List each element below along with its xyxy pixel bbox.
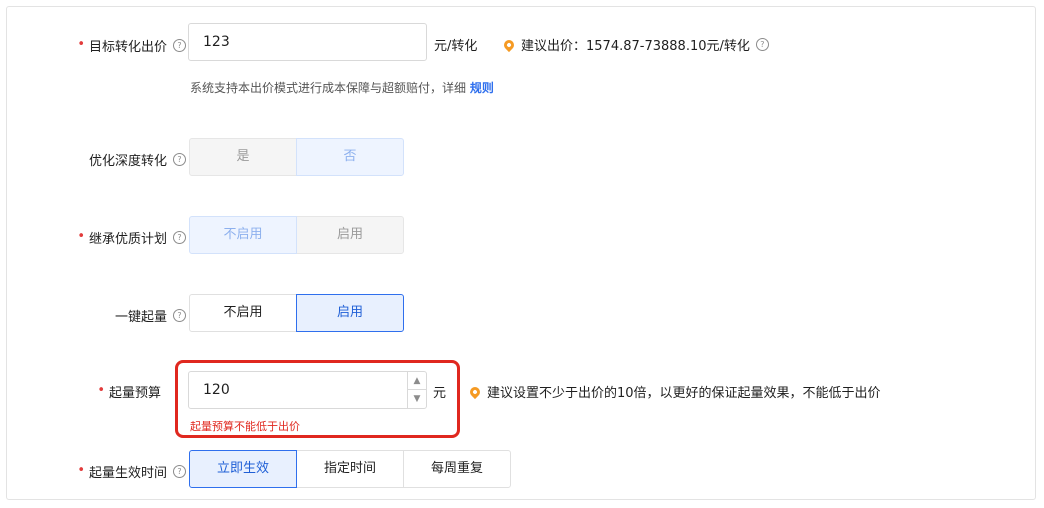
question-circle-icon[interactable]: ? [173, 153, 186, 166]
form-panel [6, 6, 1036, 500]
location-pin-icon [501, 37, 517, 52]
inherit-label: 继承优质计划 [88, 232, 167, 247]
deep-convert-label-group: 优化深度转化 ? [89, 150, 186, 169]
number-stepper[interactable]: ▲ ▼ [407, 372, 426, 408]
boost-toggle[interactable]: 不启用 启用 [189, 294, 404, 332]
caret-down-icon[interactable]: ▼ [413, 394, 421, 404]
boost-time-toggle[interactable]: 立即生效 指定时间 每周重复 [189, 450, 511, 488]
question-circle-icon[interactable]: ? [173, 39, 186, 52]
boost-time-label-group: • 起量生效时间 ? [77, 462, 186, 481]
boost-budget-input[interactable]: 120 ▲ ▼ [188, 371, 427, 409]
boost-budget-hint: 建议设置不少于出价的10倍，以更好的保证起量效果，不能低于出价 [467, 382, 881, 401]
bid-desc-text: 系统支持本出价模式进行成本保障与超额赔付，详细 [190, 81, 467, 95]
boost-time-option-now[interactable]: 立即生效 [189, 450, 297, 488]
question-circle-icon[interactable]: ? [173, 465, 186, 478]
inherit-option-off: 不启用 [189, 216, 297, 254]
bid-label: 目标转化出价 [88, 40, 167, 55]
required-marker: • [77, 37, 85, 52]
deep-convert-toggle: 是 否 [189, 138, 404, 176]
inherit-toggle: 不启用 启用 [189, 216, 404, 254]
boost-budget-label: 起量预算 [108, 386, 161, 401]
boost-label-group: 一键起量 ? [115, 306, 186, 325]
rules-link[interactable]: 规则 [469, 81, 494, 95]
boost-option-off[interactable]: 不启用 [189, 294, 297, 332]
caret-up-icon[interactable]: ▲ [408, 372, 426, 390]
boost-time-option-weekly[interactable]: 每周重复 [403, 450, 511, 488]
boost-budget-value: 120 [203, 382, 230, 398]
boost-time-label: 起量生效时间 [88, 466, 167, 481]
required-marker: • [77, 463, 85, 478]
deep-convert-label: 优化深度转化 [88, 154, 167, 169]
bid-label-group: • 目标转化出价 ? [77, 36, 186, 55]
boost-budget-hint-text: 建议设置不少于出价的10倍，以更好的保证起量效果，不能低于出价 [487, 386, 881, 401]
deep-convert-option-no: 否 [296, 138, 404, 176]
bid-description: 系统支持本出价模式进行成本保障与超额赔付，详细 规则 [190, 79, 494, 96]
boost-option-on[interactable]: 启用 [296, 294, 404, 332]
boost-label: 一键起量 [114, 310, 167, 325]
boost-budget-label-group: • 起量预算 [97, 382, 161, 401]
bid-unit: 元/转化 [434, 39, 478, 54]
deep-convert-option-yes: 是 [189, 138, 297, 176]
question-circle-icon[interactable]: ? [173, 309, 186, 322]
required-marker: • [77, 229, 85, 244]
bid-suggest-label: 建议出价： [521, 39, 587, 54]
question-circle-icon[interactable]: ? [173, 231, 186, 244]
boost-budget-error: 起量预算不能低于出价 [190, 420, 300, 433]
bid-suggest-value: 1574.87-73888.10元/转化 [586, 39, 750, 54]
boost-budget-unit: 元 [433, 386, 447, 401]
inherit-label-group: • 继承优质计划 ? [77, 228, 186, 247]
boost-time-option-specified[interactable]: 指定时间 [296, 450, 404, 488]
inherit-option-on: 启用 [296, 216, 404, 254]
required-marker: • [97, 383, 105, 398]
question-circle-icon[interactable]: ? [755, 38, 769, 51]
error-highlight-box [175, 360, 460, 438]
location-pin-icon [467, 384, 483, 399]
bid-input[interactable]: 123 [188, 23, 427, 61]
bid-suggest: 建议出价： 1574.87-73888.10元/转化 ? [501, 35, 769, 54]
